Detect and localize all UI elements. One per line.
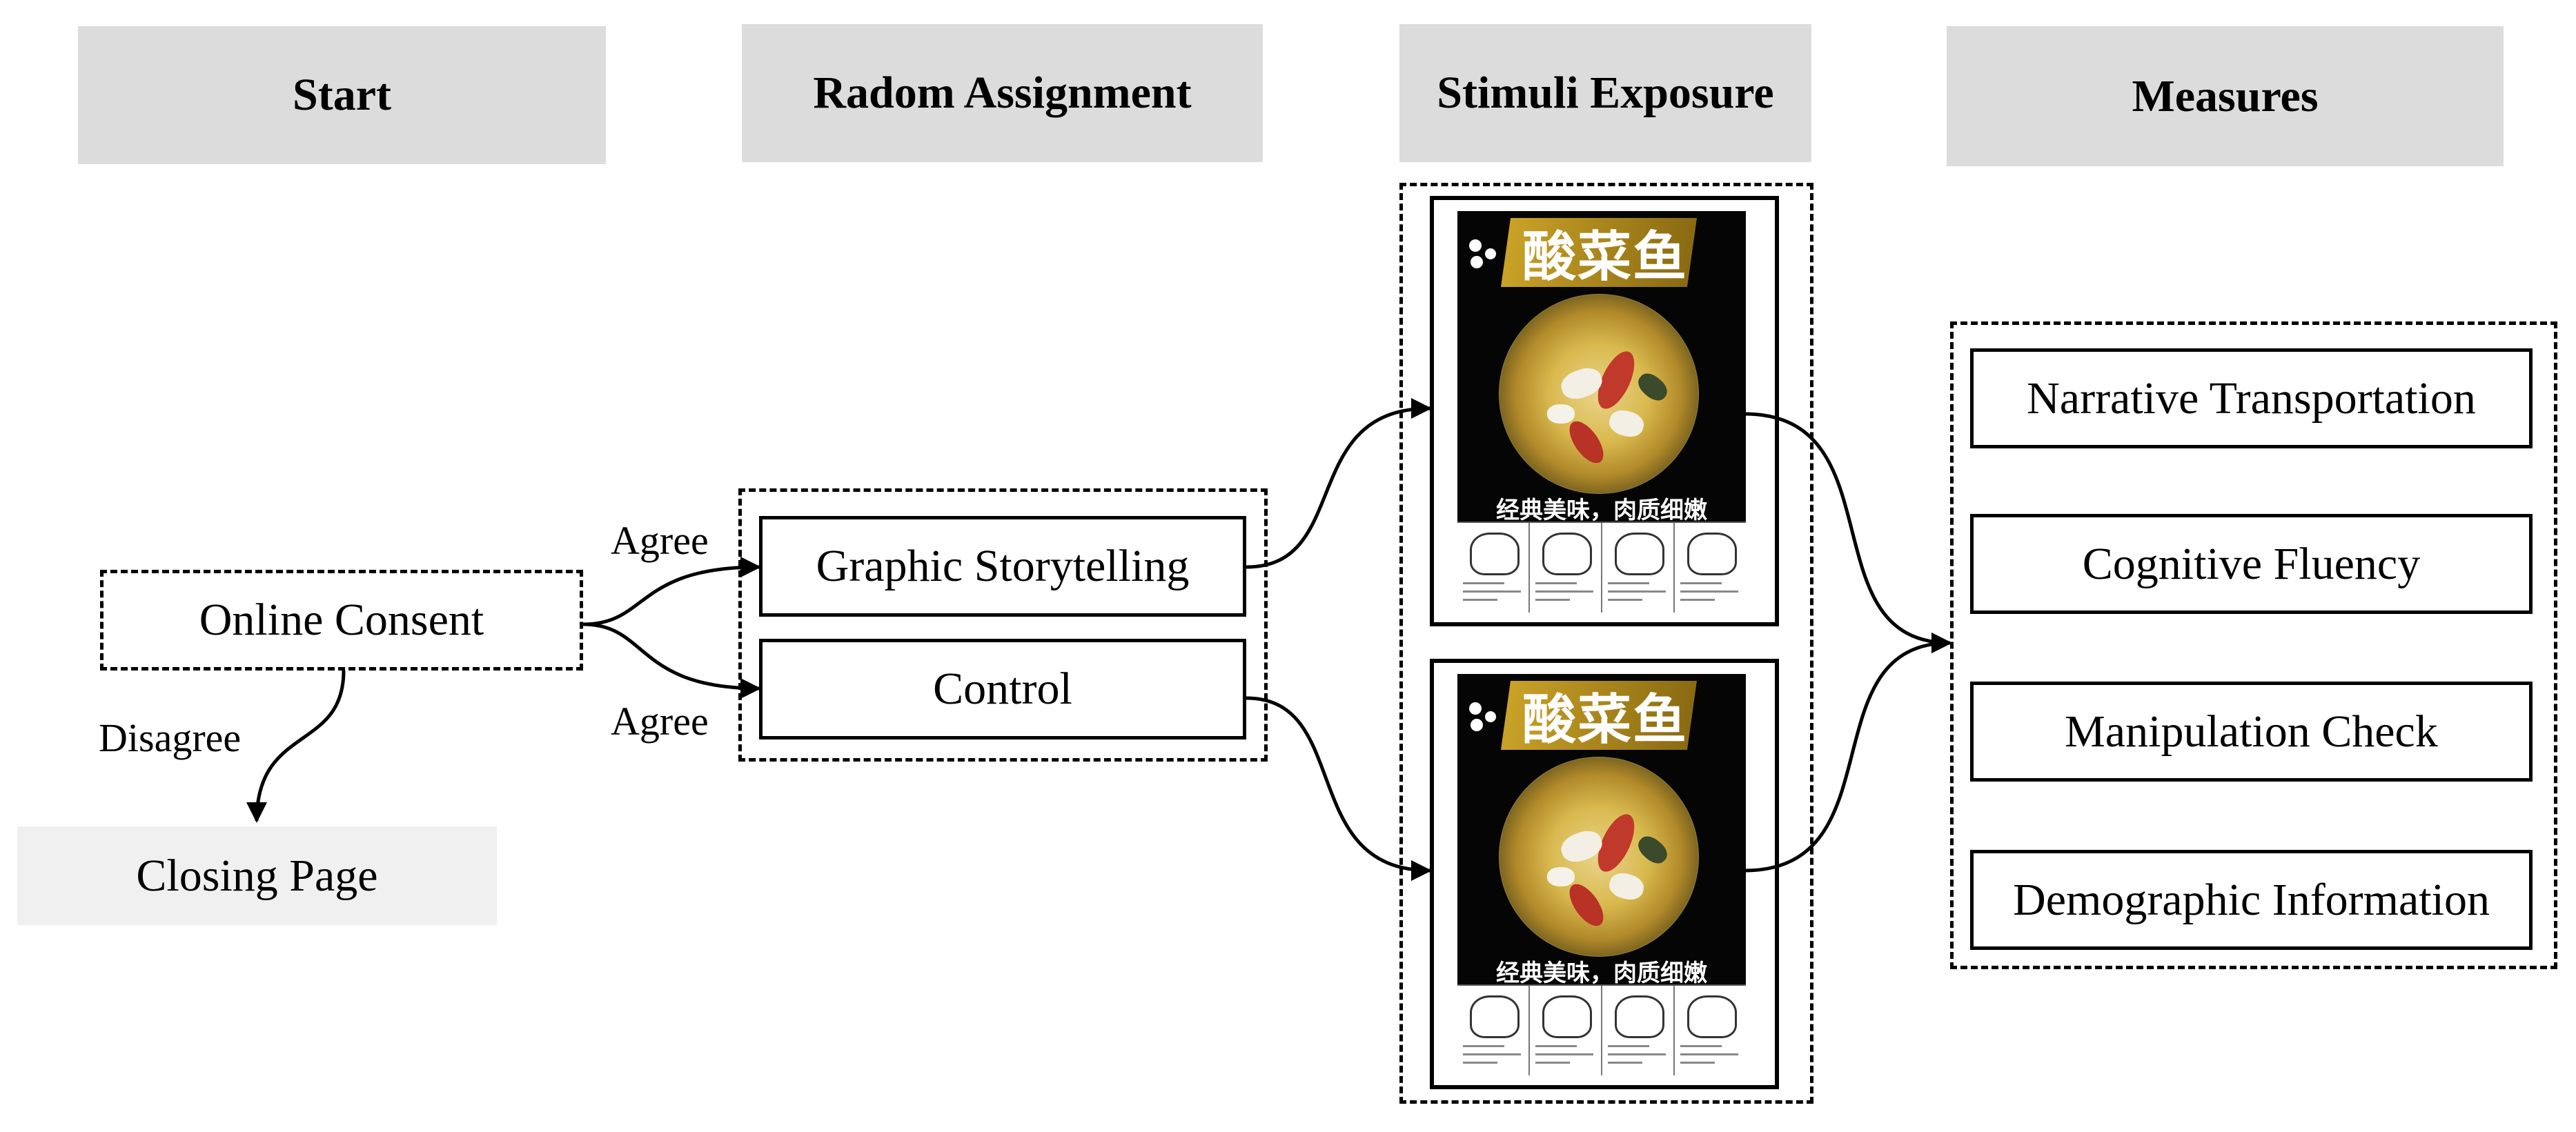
story-panel: [1602, 523, 1675, 613]
edge-consent-to-graphic: [582, 557, 761, 626]
poster-title: 酸菜鱼: [1522, 226, 1688, 288]
fish-icon: [1470, 995, 1520, 1038]
ingredient-panel: [1457, 986, 1530, 1075]
ingredient-panel: [1675, 986, 1746, 1075]
drops-icon: [1469, 702, 1496, 731]
header-start: Start: [78, 26, 606, 164]
ingredient-panels: [1457, 984, 1746, 1075]
header-stimuli-exposure: Stimuli Exposure: [1399, 24, 1811, 162]
poster-title: 酸菜鱼: [1522, 689, 1688, 751]
seasoning-icon: [1542, 533, 1592, 575]
poster-subtitle: 经典美味，肉质细嫩: [1496, 496, 1707, 522]
edge-stimulus-bottom-to-measures: [1744, 633, 1952, 873]
control-node: Control: [759, 639, 1246, 739]
story-panels: [1457, 522, 1746, 613]
pepper-icon: [1687, 995, 1737, 1038]
edge-consent-to-closing: [246, 670, 346, 823]
stimulus-poster-graphic: 酸菜鱼 经典美味，肉质细嫩: [1430, 196, 1779, 626]
pickled-cabbage-icon: [1542, 995, 1592, 1038]
edge-control-to-stimulus: [1246, 696, 1432, 881]
cooking-pot-icon: [1470, 533, 1520, 575]
chef-icon: [1615, 533, 1664, 575]
fish-bowl-image: [1499, 757, 1699, 957]
steaming-dish-icon: [1687, 533, 1737, 575]
measure-demographic-information: Demographic Information: [1970, 850, 2533, 950]
agree-label-top: Agree: [611, 518, 709, 563]
measure-cognitive-fluency: Cognitive Fluency: [1970, 514, 2533, 614]
drops-icon: [1469, 239, 1496, 268]
measure-narrative-transportation: Narrative Transportation: [1970, 348, 2533, 448]
edge-consent-to-control: [582, 622, 761, 699]
edge-graphic-to-stimulus: [1246, 398, 1432, 569]
poster-dark-area: 酸菜鱼 经典美味，肉质细嫩: [1457, 674, 1746, 984]
fish-bowl-image: [1499, 294, 1699, 494]
story-panel: [1675, 523, 1746, 613]
stimulus-poster-control: 酸菜鱼 经典美味，肉质细嫩: [1430, 659, 1779, 1089]
fish-fillet-icon: [1615, 995, 1664, 1038]
poster-dark-area: 酸菜鱼 经典美味，肉质细嫩: [1457, 211, 1746, 522]
header-random-assignment: Radom Assignment: [742, 24, 1263, 162]
header-measures: Measures: [1947, 26, 2504, 166]
stimuli-group: [1399, 183, 1813, 1104]
closing-page-node: Closing Page: [17, 826, 497, 925]
story-panel: [1457, 523, 1530, 613]
ingredient-panel: [1602, 986, 1675, 1075]
disagree-label: Disagree: [99, 715, 242, 760]
graphic-storytelling-node: Graphic Storytelling: [759, 516, 1246, 617]
measure-manipulation-check: Manipulation Check: [1970, 682, 2533, 782]
story-panel: [1530, 523, 1602, 613]
online-consent-node: Online Consent: [100, 570, 583, 671]
agree-label-bottom: Agree: [611, 699, 709, 744]
edge-stimulus-top-to-measures: [1744, 412, 1952, 653]
assignment-group: [738, 488, 1268, 762]
ingredient-panel: [1530, 986, 1602, 1075]
poster-subtitle: 经典美味，肉质细嫩: [1496, 959, 1707, 985]
